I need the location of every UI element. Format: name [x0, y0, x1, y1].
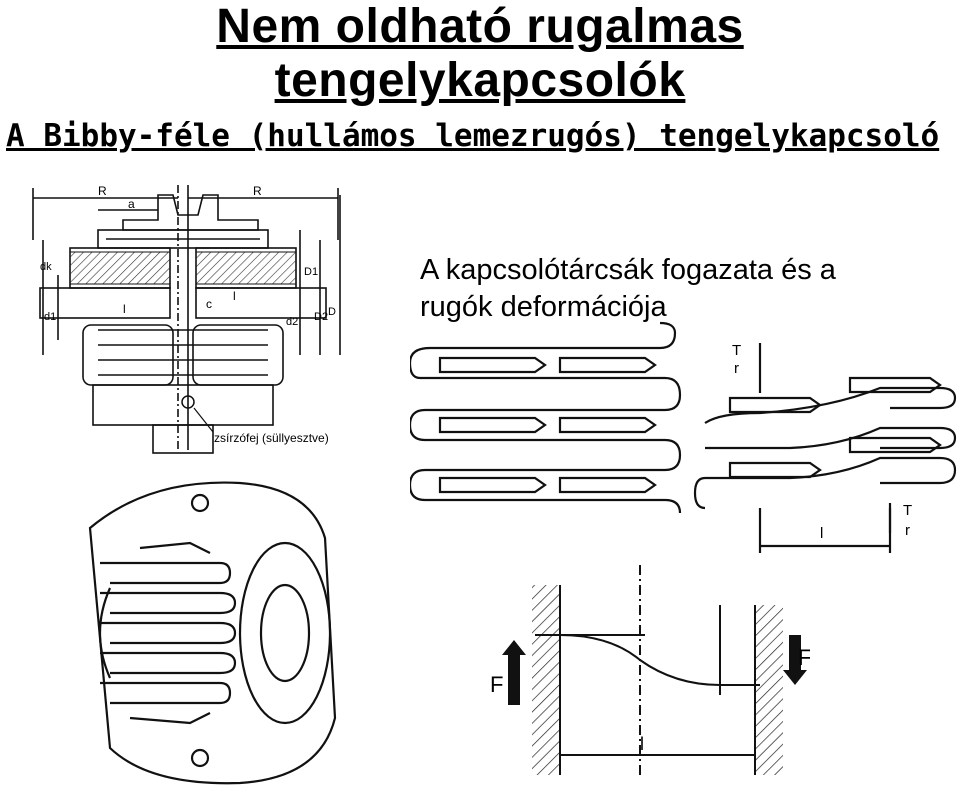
label-l-spring: l — [820, 525, 823, 542]
figure-caption: A kapcsolótárcsák fogazata és a rugók de… — [420, 252, 836, 326]
label-l-right: l — [233, 289, 236, 303]
label-d2: d2 — [286, 316, 298, 328]
label-F-right: F — [798, 645, 810, 670]
label-a: a — [128, 197, 135, 211]
label-l-left: l — [123, 302, 126, 316]
page-title-line2: tengelykapcsolók — [274, 54, 686, 107]
label-T-bottom: T — [903, 502, 912, 519]
label-R-right: R — [253, 184, 262, 198]
page-subtitle: A Bibby-féle (hullámos lemezrugós) tenge… — [6, 118, 940, 154]
label-D: D — [328, 306, 336, 318]
caption-line1: A kapcsolótárcsák fogazata és a — [420, 254, 836, 286]
label-c: c — [206, 297, 212, 311]
caption-line2: rugók deformációja — [420, 291, 667, 323]
label-T-top: T — [732, 342, 741, 359]
label-D1: D1 — [304, 266, 318, 278]
label-d1: d1 — [44, 311, 56, 323]
label-grease-nipple: zsírzófej (süllyesztve) — [214, 431, 329, 445]
label-l-deformation: l — [640, 734, 644, 754]
coupling-perspective-drawing — [88, 481, 337, 785]
label-dk: dk — [40, 261, 52, 273]
label-r-top: r — [734, 360, 739, 377]
deformation-diagram: F F l — [490, 565, 810, 775]
label-r-bottom: r — [905, 522, 910, 539]
label-R-left: R — [98, 184, 107, 198]
label-D2: D2 — [314, 311, 328, 323]
page-title-line1: Nem oldható rugalmas — [216, 0, 744, 53]
label-F-left: F — [490, 672, 503, 697]
coupling-section-drawing: R R a c l l dk d1 d2 D1 D2 D zsírzófej (… — [32, 184, 341, 454]
spring-detail-drawing: T r T r l — [410, 321, 957, 553]
